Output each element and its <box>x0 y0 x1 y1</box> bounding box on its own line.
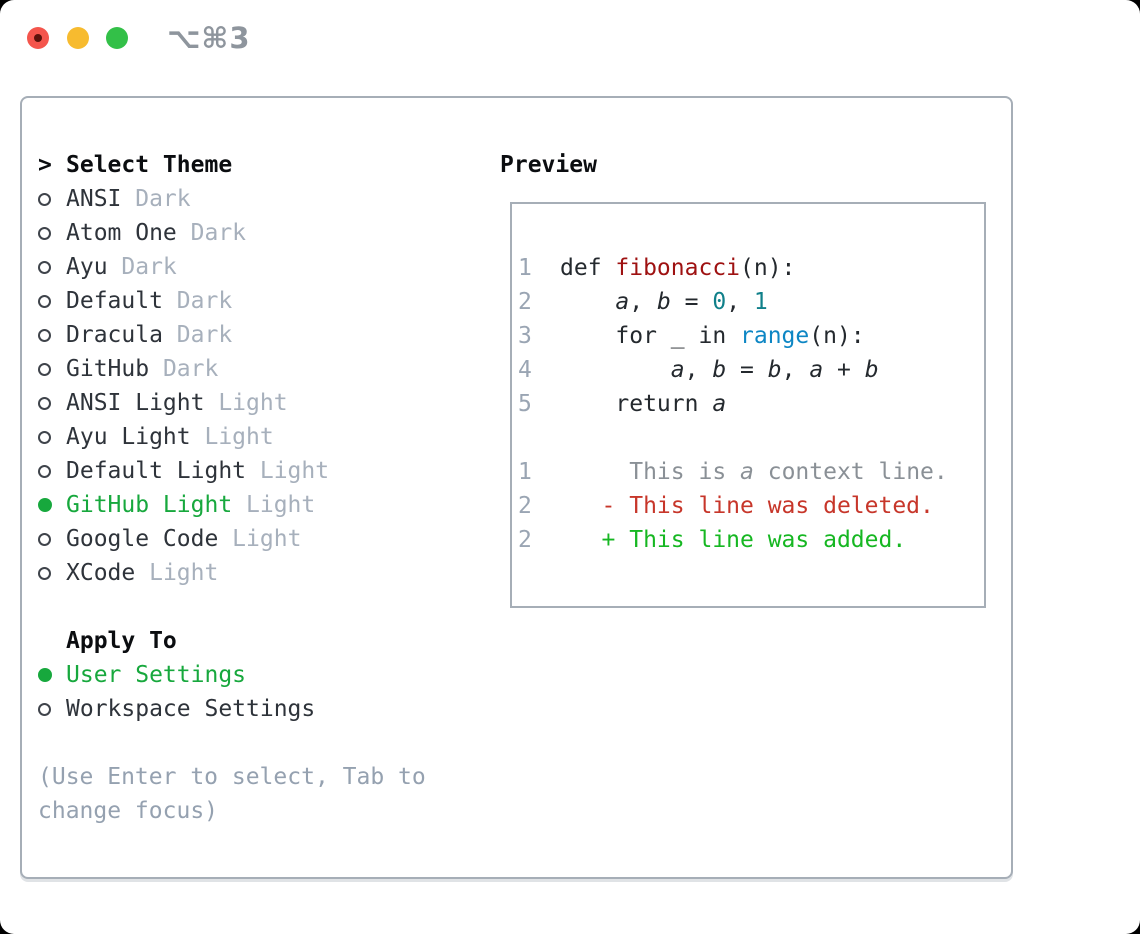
hint-text: (Use Enter to select, Tab to change focus… <box>38 760 498 828</box>
code-line: 3 for _ in range(n): <box>518 319 984 353</box>
radio-circle-icon <box>38 294 51 308</box>
line-number: 1 <box>518 459 532 485</box>
theme-variant-tag: Dark <box>121 186 191 212</box>
theme-option[interactable]: Google Code Light <box>38 522 498 556</box>
theme-option[interactable]: Dracula Dark <box>38 318 498 352</box>
option-label: Workspace Settings <box>66 696 316 722</box>
theme-variant-tag: Light <box>204 390 288 416</box>
theme-variant-tag: Dark <box>149 356 219 382</box>
theme-option[interactable]: Ayu Dark <box>38 250 498 284</box>
theme-option[interactable]: Default Light Light <box>38 454 498 488</box>
hint-line: (Use Enter to select, Tab to <box>38 764 426 790</box>
theme-variant-tag: Light <box>246 458 330 484</box>
theme-variant-tag: Light <box>232 492 316 518</box>
radio-circle-icon <box>38 328 51 342</box>
option-label: Default Light <box>66 458 247 484</box>
code-line: 2 a, b = 0, 1 <box>518 285 984 319</box>
code-line: 1 This is a context line. <box>518 455 984 489</box>
preview-label: Preview <box>500 152 597 178</box>
radio-circle-icon <box>38 566 51 580</box>
theme-option[interactable]: ANSI Light Light <box>38 386 498 420</box>
theme-option[interactable]: Atom One Dark <box>38 216 498 250</box>
line-number: 4 <box>518 357 532 383</box>
apply-to-option[interactable]: User Settings <box>38 658 498 692</box>
theme-variant-tag: Dark <box>162 322 233 348</box>
line-number: 2 <box>518 289 532 315</box>
radio-selected-icon <box>38 498 52 512</box>
theme-option[interactable]: Ayu Light Light <box>38 420 498 454</box>
apply-to-label: Apply To <box>66 628 177 654</box>
minimize-button[interactable] <box>67 27 89 49</box>
option-label: Dracula <box>66 322 163 348</box>
radio-circle-icon <box>38 226 51 240</box>
line-number: 1 <box>518 255 532 281</box>
spacer-row <box>38 590 498 624</box>
theme-option[interactable]: XCode Light <box>38 556 498 590</box>
radio-selected-icon <box>38 668 52 682</box>
theme-variant-tag: Light <box>135 560 219 586</box>
close-button[interactable] <box>27 27 49 49</box>
option-label: User Settings <box>66 662 247 688</box>
theme-variant-tag: Light <box>190 424 274 450</box>
theme-variant-tag: Dark <box>162 288 233 314</box>
radio-circle-icon <box>38 192 51 206</box>
theme-variant-tag: Dark <box>176 220 247 246</box>
radio-circle-icon <box>38 532 51 546</box>
line-number: 2 <box>518 493 532 519</box>
hint-line: change focus) <box>38 798 219 824</box>
theme-variant-tag: Light <box>218 526 302 552</box>
spacer-row <box>38 726 498 760</box>
option-label: Atom One <box>66 220 177 246</box>
apply-to-option[interactable]: Workspace Settings <box>38 692 498 726</box>
option-label: ANSI <box>66 186 122 212</box>
radio-circle-icon <box>38 260 51 274</box>
window-title: ⌥⌘3 <box>167 21 251 55</box>
code-line: 2 - This line was deleted. <box>518 489 984 523</box>
option-label: Default <box>66 288 163 314</box>
option-label: GitHub Light <box>66 492 233 518</box>
line-number: 3 <box>518 323 532 349</box>
select-theme-header: > Select Theme <box>38 148 498 182</box>
code-line: 2 + This line was added. <box>518 523 984 557</box>
line-number <box>518 421 560 455</box>
theme-option[interactable]: GitHub Light Light <box>38 488 498 522</box>
select-theme-label: Select Theme <box>66 152 233 178</box>
option-label: Ayu Light <box>66 424 191 450</box>
option-label: ANSI Light <box>66 390 205 416</box>
theme-option[interactable]: Default Dark <box>38 284 498 318</box>
code-line <box>518 421 984 455</box>
option-label: Ayu <box>66 254 108 280</box>
radio-circle-icon <box>38 362 51 376</box>
zoom-button[interactable] <box>106 27 128 49</box>
radio-circle-icon <box>38 430 51 444</box>
option-label: GitHub <box>66 356 150 382</box>
focus-pointer-icon: > <box>38 152 52 178</box>
option-label: Google Code <box>66 526 219 552</box>
theme-option[interactable]: ANSI Dark <box>38 182 498 216</box>
theme-variant-tag: Dark <box>107 254 177 280</box>
line-number: 2 <box>518 527 532 553</box>
code-line: 5 return a <box>518 387 984 421</box>
option-label: XCode <box>66 560 136 586</box>
code-line: 4 a, b = b, a + b <box>518 353 984 387</box>
radio-circle-icon <box>38 702 51 716</box>
apply-to-header: Apply To <box>38 624 498 658</box>
radio-circle-icon <box>38 464 51 478</box>
theme-option[interactable]: GitHub Dark <box>38 352 498 386</box>
radio-circle-icon <box>38 396 51 410</box>
line-number: 5 <box>518 391 532 417</box>
titlebar: ⌥⌘3 <box>0 0 1140 75</box>
